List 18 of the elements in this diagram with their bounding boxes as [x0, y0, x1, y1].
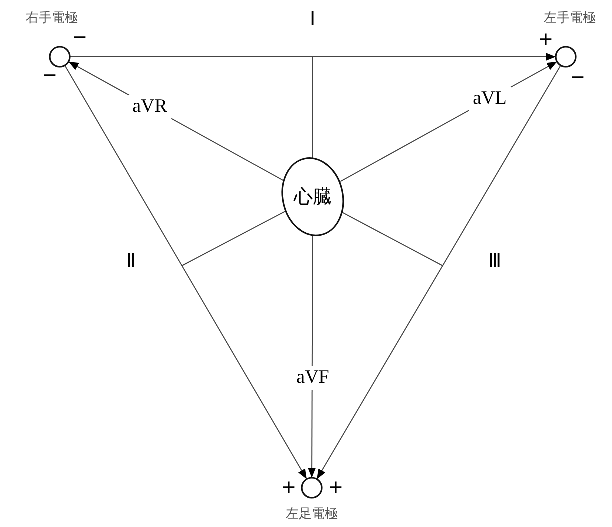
electrode-label: 左手電極: [544, 10, 596, 27]
polarity-sign: −: [42, 67, 58, 85]
electrode-label: 左足電極: [286, 506, 338, 523]
connector-line: [182, 211, 286, 266]
arrow: [316, 65, 562, 480]
connector-line: [312, 56, 314, 158]
polarity-sign: +: [328, 479, 344, 497]
edge-label: aVL: [469, 87, 511, 111]
polarity-sign: −: [72, 29, 88, 47]
edge-label: aVR: [128, 95, 172, 119]
electrode-label: 右手電極: [26, 10, 78, 27]
polarity-sign: +: [281, 479, 297, 497]
arrow: [64, 65, 308, 480]
polarity-sign: +: [538, 31, 554, 49]
polarity-sign: −: [570, 69, 586, 87]
arrow: [308, 236, 316, 478]
arrow: [70, 53, 556, 61]
organ-label: 心臓: [294, 185, 332, 210]
